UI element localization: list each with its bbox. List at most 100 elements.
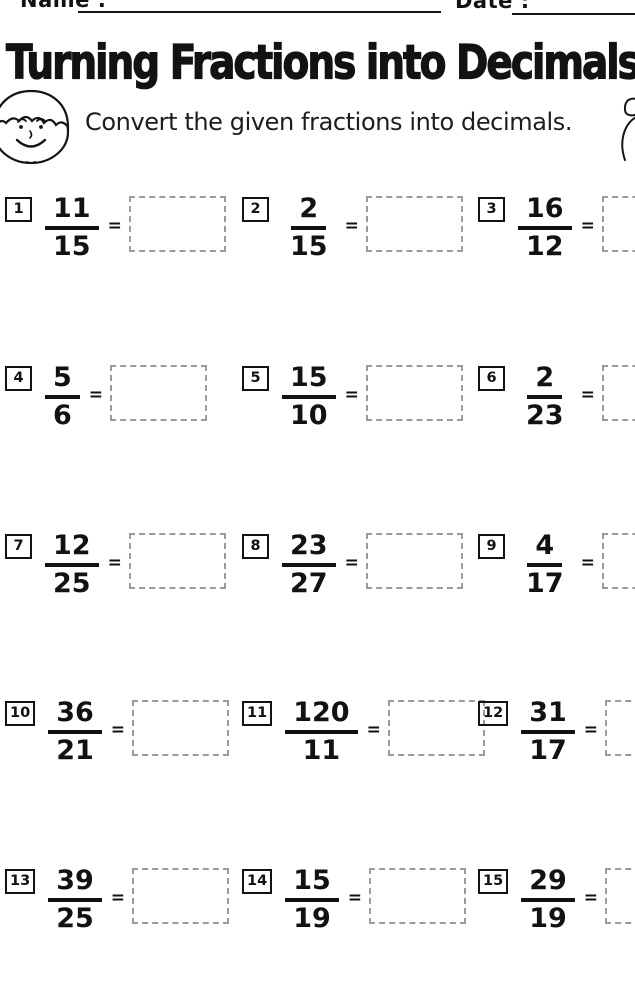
problem-4: 4 5 6 =: [5, 364, 208, 431]
fraction-denominator: 21: [56, 734, 94, 766]
fraction-denominator: 15: [290, 230, 328, 262]
fraction-numerator: 4: [527, 532, 563, 567]
equals-sign: =: [580, 385, 595, 405]
fraction-numerator: 15: [282, 364, 336, 399]
equals-sign: =: [107, 553, 122, 573]
answer-box[interactable]: [128, 533, 226, 589]
answer-box[interactable]: [601, 365, 635, 421]
problem-10: 10 36 21 =: [5, 699, 230, 766]
problem-number: 9: [478, 534, 505, 559]
fraction: 2 15: [282, 195, 336, 260]
problem-number: 6: [478, 366, 505, 391]
problem-number: 2: [242, 197, 269, 222]
fraction-numerator: 2: [291, 195, 327, 230]
fraction: 15 10: [282, 364, 336, 429]
fraction-numerator: 23: [282, 532, 336, 567]
equals-sign: =: [88, 385, 104, 405]
fraction: 31 17: [521, 699, 575, 764]
fraction: 11 15: [45, 195, 99, 260]
problem-11: 11 120 11 =: [242, 699, 485, 764]
fraction-numerator: 2: [527, 364, 563, 399]
fraction-denominator: 11: [302, 734, 341, 766]
fraction-denominator: 17: [529, 734, 567, 766]
fraction-denominator: 17: [526, 567, 564, 599]
problem-number: 3: [478, 197, 505, 222]
problem-5: 5 15 10 =: [242, 364, 463, 429]
equals-sign: =: [583, 720, 599, 740]
date-blank-line[interactable]: [512, 13, 635, 15]
fraction-denominator: 10: [290, 399, 328, 431]
fraction-numerator: 29: [521, 867, 575, 902]
smiling-kid-face-icon: [0, 86, 76, 168]
problem-number: 5: [242, 366, 269, 391]
problem-3: 3 16 12 =: [478, 195, 635, 260]
answer-box[interactable]: [132, 868, 230, 924]
problem-number: 1: [5, 197, 32, 222]
problem-7: 7 12 25 =: [5, 532, 226, 597]
fraction-numerator: 39: [48, 867, 102, 902]
problem-number: 12: [478, 701, 509, 726]
answer-box[interactable]: [605, 868, 635, 924]
fraction: 39 25: [48, 867, 102, 932]
problem-12: 12 31 17 =: [478, 699, 635, 764]
fraction-denominator: 19: [529, 902, 567, 934]
equals-sign: =: [344, 385, 359, 405]
fraction-denominator: 27: [290, 567, 328, 599]
fraction: 2 23: [518, 364, 572, 429]
problem-number: 7: [5, 534, 32, 559]
fraction-denominator: 19: [293, 902, 331, 934]
answer-box[interactable]: [132, 700, 230, 756]
answer-box[interactable]: [365, 365, 463, 421]
problem-14: 14 15 19 =: [242, 867, 467, 934]
answer-box[interactable]: [605, 700, 635, 756]
fraction-numerator: 12: [45, 532, 99, 567]
problem-13: 13 39 25 =: [5, 867, 230, 932]
answer-box[interactable]: [110, 365, 208, 421]
date-label: Date :: [455, 0, 530, 13]
equals-sign: =: [344, 553, 359, 573]
equals-sign: =: [347, 888, 363, 908]
fraction-denominator: 25: [53, 567, 91, 599]
fraction-numerator: 31: [521, 699, 575, 734]
answer-box[interactable]: [601, 196, 635, 252]
problem-number: 13: [5, 869, 36, 894]
equals-sign: =: [580, 553, 595, 573]
problem-8: 8 23 27 =: [242, 532, 463, 597]
fraction: 120 11: [285, 699, 358, 766]
fraction-denominator: 6: [53, 399, 72, 431]
equals-sign: =: [583, 888, 599, 908]
problem-9: 9 4 17 =: [478, 532, 635, 597]
partial-kid-face-icon: [616, 94, 635, 172]
problem-number: 15: [478, 869, 509, 894]
problem-1: 1 11 15 =: [5, 195, 226, 260]
answer-box[interactable]: [365, 533, 463, 589]
answer-box[interactable]: [387, 700, 485, 756]
problem-number: 8: [242, 534, 269, 559]
equals-sign: =: [580, 216, 595, 236]
answer-box[interactable]: [365, 196, 463, 252]
instruction-text: Convert the given fractions into decimal…: [85, 108, 573, 136]
equals-sign: =: [110, 888, 126, 908]
equals-sign: =: [110, 720, 126, 740]
equals-sign: =: [366, 720, 381, 740]
fraction: 29 19: [521, 867, 575, 932]
problem-15: 15 29 19 =: [478, 867, 635, 932]
name-blank-line[interactable]: [78, 11, 441, 13]
answer-box[interactable]: [601, 533, 635, 589]
equals-sign: =: [107, 216, 122, 236]
problem-number: 14: [242, 869, 273, 894]
fraction-denominator: 15: [53, 230, 91, 262]
answer-box[interactable]: [128, 196, 226, 252]
fraction-numerator: 16: [518, 195, 572, 230]
fraction: 12 25: [45, 532, 99, 597]
problem-2: 2 2 15 =: [242, 195, 463, 260]
problem-number: 11: [242, 701, 273, 726]
fraction-denominator: 23: [526, 399, 564, 431]
fraction-denominator: 25: [56, 902, 94, 934]
fraction-denominator: 12: [526, 230, 564, 262]
problem-number: 10: [5, 701, 36, 726]
page-title: Turning Fractions into Decimals: [5, 35, 635, 91]
answer-box[interactable]: [369, 868, 467, 924]
problem-6: 6 2 23 =: [478, 364, 635, 429]
